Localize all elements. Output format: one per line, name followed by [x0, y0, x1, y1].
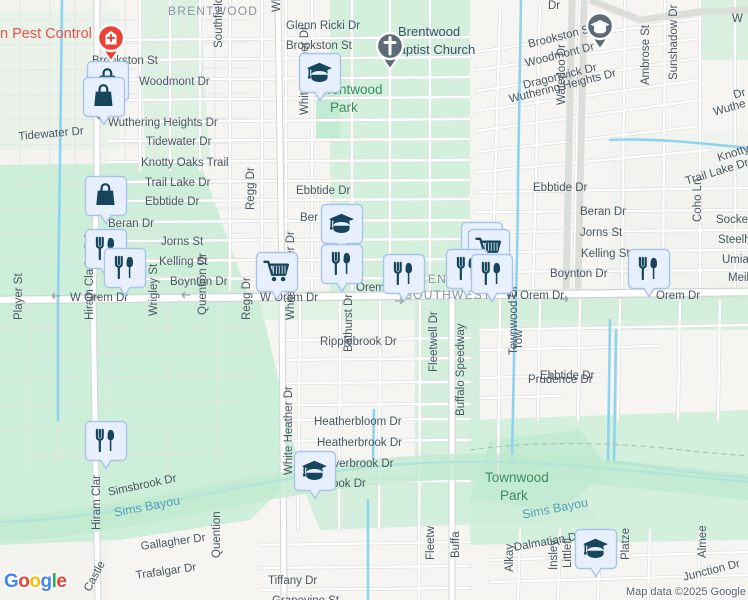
map-marker-restaurant[interactable]	[320, 243, 364, 299]
map-attribution: Map data ©2025 Google	[625, 586, 746, 598]
map-marker-restaurant[interactable]	[382, 253, 426, 309]
poi-marker-pharmacy-icon[interactable]	[95, 20, 127, 67]
google-logo[interactable]: Google Google	[2, 569, 80, 598]
poi-marker-school-icon[interactable]	[584, 8, 616, 55]
map-marker-restaurant[interactable]	[103, 247, 147, 303]
map-marker-restaurant[interactable]	[627, 248, 671, 304]
svg-text:Google: Google	[4, 571, 66, 592]
map-marker-school[interactable]	[293, 450, 337, 506]
map-marker-shopping-bag[interactable]	[84, 175, 128, 231]
poi-marker-church-icon[interactable]	[374, 28, 406, 75]
map-marker-shopping-cart[interactable]	[255, 251, 299, 307]
svg-text:Google: Google	[4, 571, 66, 592]
map-marker-shopping-bag[interactable]	[82, 76, 126, 132]
map-marker-school[interactable]	[574, 528, 618, 584]
map-marker-restaurant[interactable]	[84, 420, 128, 476]
map-marker-school[interactable]	[298, 52, 342, 108]
map-marker-restaurant[interactable]	[470, 253, 514, 309]
